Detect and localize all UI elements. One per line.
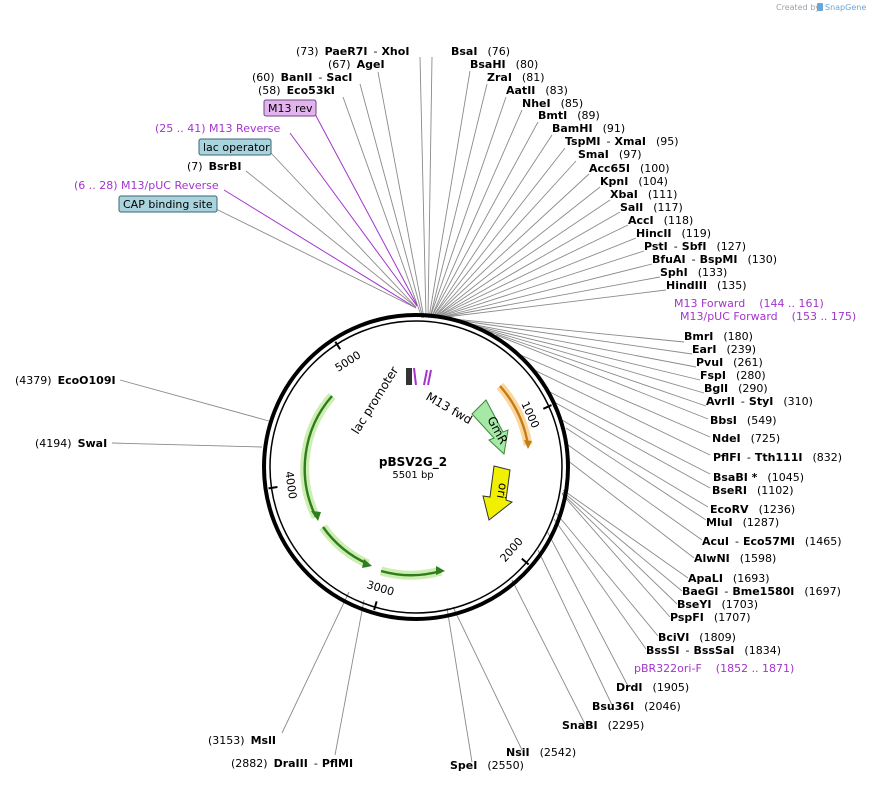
snapgene-logo-icon xyxy=(817,3,823,11)
site-label: PflFI-Tth111I(832) xyxy=(713,451,842,464)
site-label: Acc65I(100) xyxy=(589,162,670,175)
site-label: BciVI(1809) xyxy=(658,631,736,644)
site-label: BseYI(1703) xyxy=(677,598,758,611)
site-label: SpeI(2550) xyxy=(450,759,524,772)
site-label: AlwNI(1598) xyxy=(694,552,776,565)
cap-binding-site-label: CAP binding site xyxy=(123,198,213,211)
site-label: NsiI(2542) xyxy=(506,746,576,759)
lac-promoter-label: lac promoter xyxy=(349,364,402,437)
site-label: PstI-SbfI(127) xyxy=(644,240,746,253)
site-label-banii: (60)BanII-SacI xyxy=(252,71,352,84)
site-label: EarI(239) xyxy=(692,343,756,356)
cap-binding-site-box[interactable] xyxy=(118,195,218,213)
site-label: DrdI(1905) xyxy=(616,681,689,694)
site-label: SalI(117) xyxy=(620,201,683,214)
m13-fwd-label: M13 fwd xyxy=(424,389,475,427)
site-label: BsaBI *(1045) xyxy=(713,471,804,484)
site-label: PspFI(1707) xyxy=(670,611,750,624)
site-label: XbaI(111) xyxy=(610,188,677,201)
site-label: SmaI(97) xyxy=(578,148,642,161)
site-label: BmrI(180) xyxy=(684,330,753,343)
site-label: ZraI(81) xyxy=(487,71,545,84)
site-label: KpnI(104) xyxy=(600,175,668,188)
axis-tick xyxy=(373,601,378,611)
site-label: BmtI(89) xyxy=(538,109,600,122)
axis-tick-label: 3000 xyxy=(365,578,396,598)
backbone xyxy=(262,313,570,621)
site-label-swai: (4194)SwaI xyxy=(35,437,107,450)
ori-label: ori xyxy=(494,482,510,500)
axis-tick xyxy=(334,341,342,350)
gmr-arrow xyxy=(471,399,509,456)
site-label: NheI(85) xyxy=(522,97,583,110)
green-cds-arc xyxy=(303,395,333,518)
site-label: AatII(83) xyxy=(506,84,568,97)
site-label: MluI(1287) xyxy=(706,516,779,529)
lac-operator-label: lac operator xyxy=(203,141,270,154)
site-label: PvuI(261) xyxy=(696,356,763,369)
right-site-labels: BsaI(76)BsaHI(80)ZraI(81)AatII(83)NheI(8… xyxy=(450,45,856,772)
site-label: BsaHI(80) xyxy=(470,58,538,71)
site-label: BfuAI-BspMI(130) xyxy=(652,253,777,266)
lac-operator-box[interactable] xyxy=(198,138,272,156)
site-label-ecoo109i: (4379)EcoO109I xyxy=(15,374,116,387)
center-label: pBSV2G_2 5501 bp xyxy=(379,455,447,481)
leader-lines xyxy=(111,56,711,763)
site-label-draiii: (2882)DraIII-PflMI xyxy=(231,757,353,770)
site-label: AvrII-StyI(310) xyxy=(706,395,813,408)
primer-label: M13/pUC Forward(153 .. 175) xyxy=(680,310,856,323)
site-label: BaeGI-Bme1580I(1697) xyxy=(682,585,841,598)
site-label: HindIII(135) xyxy=(666,279,747,292)
site-label: ApaLI(1693) xyxy=(688,572,770,585)
m13-rev-label: M13 rev xyxy=(268,102,313,115)
site-label-msli: (3153)MslI xyxy=(208,734,276,747)
axis-tick-label: 5000 xyxy=(333,348,364,374)
site-label: BssSI-BssSaI(1834) xyxy=(646,644,781,657)
site-label: BbsI(549) xyxy=(710,414,777,427)
site-label: BamHI(91) xyxy=(552,122,625,135)
site-label: BsaI(76) xyxy=(451,45,510,58)
axis-tick xyxy=(268,486,278,490)
site-label: TspMI-XmaI(95) xyxy=(565,135,679,148)
m13-rev-box[interactable] xyxy=(263,99,317,117)
left-site-labels: (4379)EcoO109I (4194)SwaI (3153)MslI (28… xyxy=(15,374,353,770)
site-label: FspI(280) xyxy=(700,369,766,382)
site-label: EcoRV(1236) xyxy=(710,503,795,516)
top-site-labels: (73)PaeR7I-XhoI (67)AgeI (60)BanII-SacI … xyxy=(252,45,409,97)
site-label-bsrbi: (7)BsrBI xyxy=(187,160,241,173)
credit-brand: SnapGene xyxy=(825,3,866,12)
site-label: AccI(118) xyxy=(628,214,693,227)
ori-arrow xyxy=(482,465,514,521)
site-label: AcuI-Eco57MI(1465) xyxy=(702,535,841,548)
axis-tick xyxy=(521,557,530,566)
site-label: NdeI(725) xyxy=(712,432,780,445)
left-annotations: M13 rev (25 .. 41) M13 Reverse lac opera… xyxy=(74,99,418,309)
site-label: SnaBI(2295) xyxy=(562,719,644,732)
m13-puc-reverse-annotation: (6 .. 28) M13/pUC Reverse xyxy=(74,179,219,192)
axis-tick-label: 4000 xyxy=(282,470,299,500)
site-label: Bsu36I(2046) xyxy=(592,700,681,713)
plasmid-size: 5501 bp xyxy=(392,470,433,481)
m13-reverse-annotation: (25 .. 41) M13 Reverse xyxy=(155,122,280,135)
site-label: SphI(133) xyxy=(660,266,727,279)
primer-label: pBR322ori-F(1852 .. 1871) xyxy=(634,662,794,675)
primer-label: M13 Forward(144 .. 161) xyxy=(674,297,824,310)
plasmid-name: pBSV2G_2 xyxy=(379,455,447,470)
orange-cds-arc xyxy=(499,385,530,446)
axis-tick-label: 2000 xyxy=(498,535,526,565)
site-label-agei: (67)AgeI xyxy=(328,58,385,71)
credit: Created by SnapGene xyxy=(776,3,866,12)
site-label-eco53ki: (58)Eco53kI xyxy=(258,84,335,97)
site-label: BseRI(1102) xyxy=(712,484,794,497)
m13-fwd-mark xyxy=(413,367,417,386)
site-label: HincII(119) xyxy=(636,227,711,240)
axis-tick xyxy=(542,404,552,410)
credit-prefix: Created by xyxy=(776,3,820,12)
lac-promoter-block xyxy=(406,368,412,385)
site-label-paer7i: (73)PaeR7I-XhoI xyxy=(296,45,409,58)
site-label: BglI(290) xyxy=(704,382,768,395)
